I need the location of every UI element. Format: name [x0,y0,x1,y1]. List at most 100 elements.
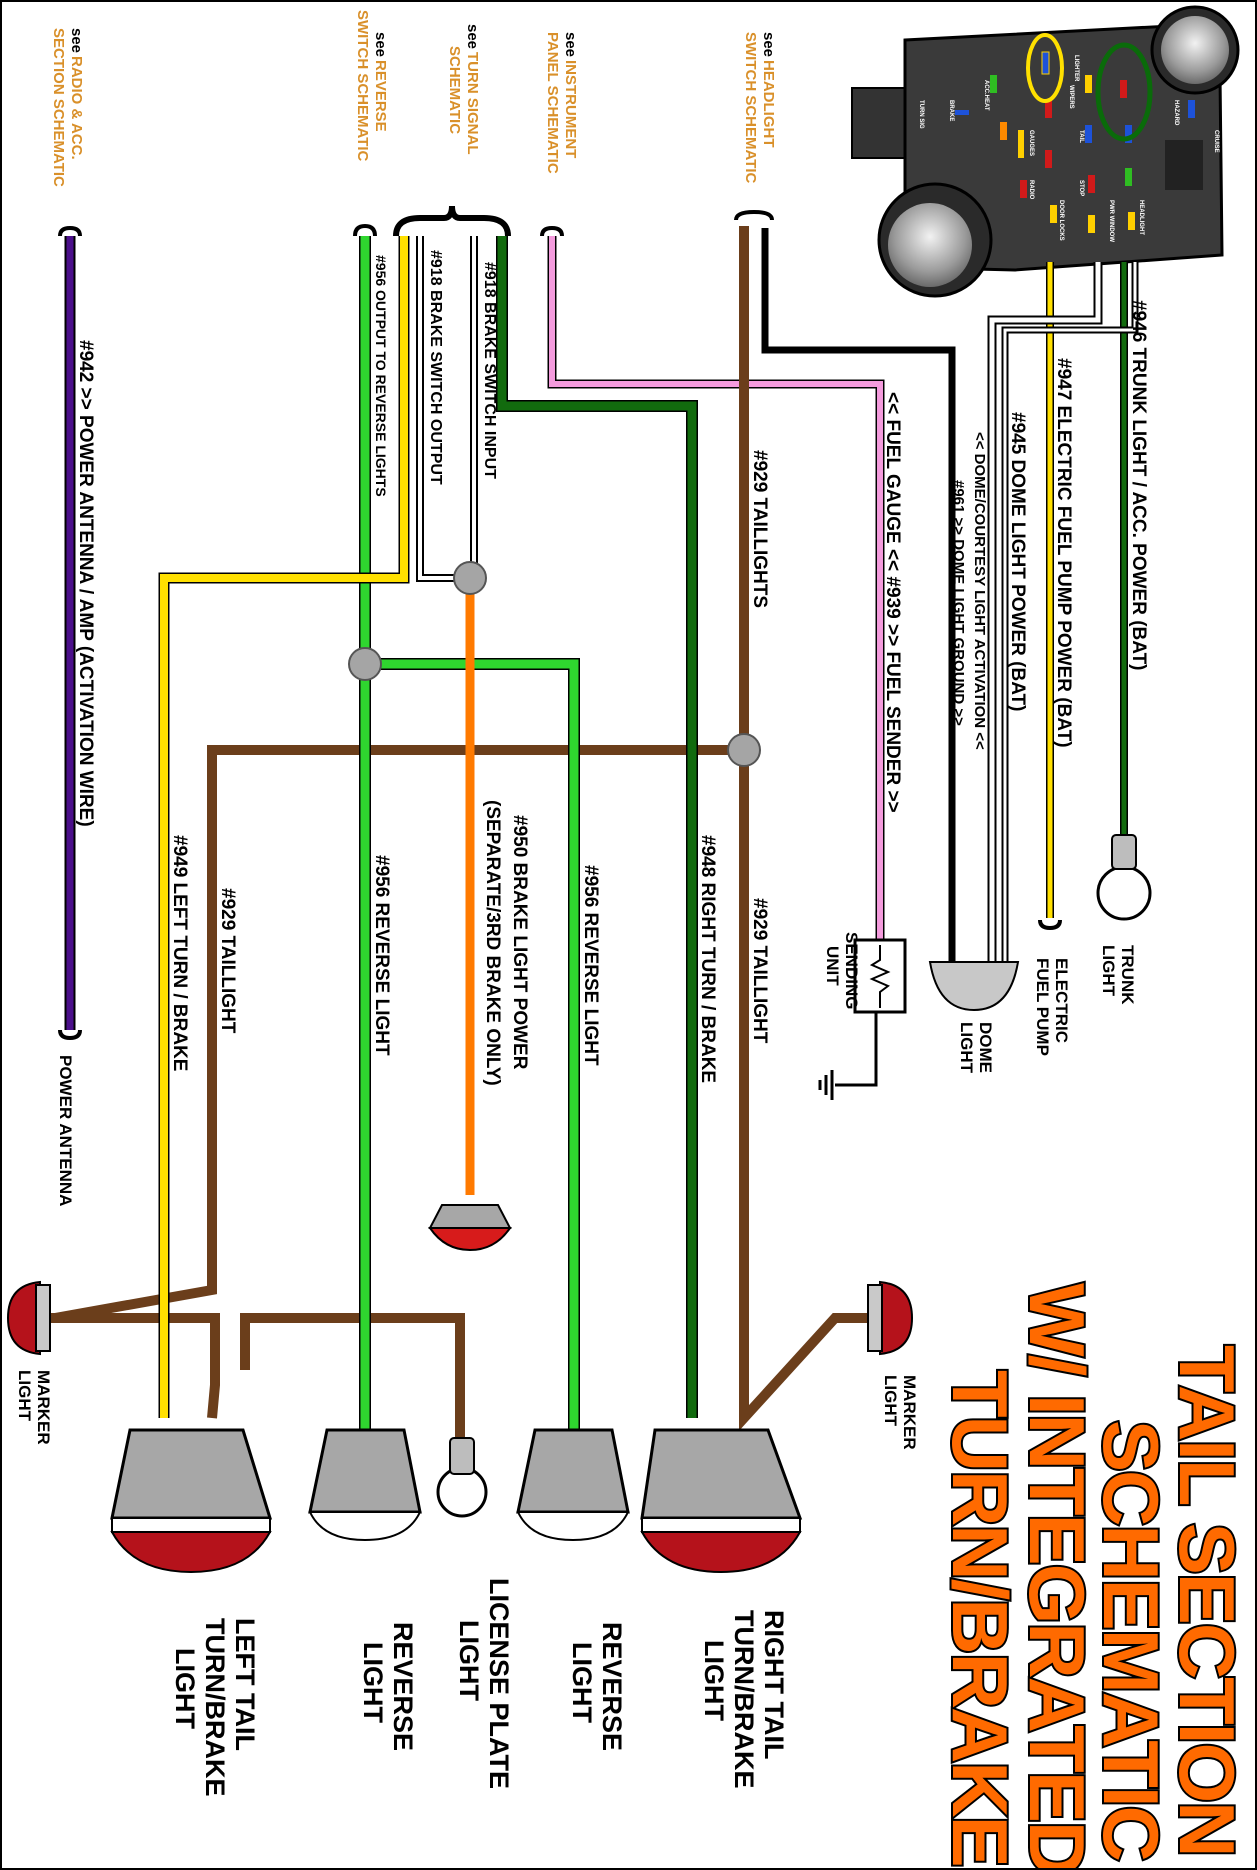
fuse-label: RADIO [1028,180,1034,200]
label-942: #942 >> POWER ANTENNA / AMP (ACTIVATION … [75,340,96,827]
svg-text:LIGHT: LIGHT [1099,945,1118,997]
sending-unit [818,938,907,1100]
highlight-yellow-ring [1026,33,1064,103]
fuse-label: CRUISE [1213,130,1219,153]
svg-text:see: see [372,32,389,57]
junction-dot [453,561,487,595]
svg-text:SWITCH SCHEMATIC: SWITCH SCHEMATIC [354,10,371,162]
lamp-labels: RIGHT TAIL TURN/BRAKE LIGHT REVERSE LIGH… [170,1578,789,1797]
label-left-tail: LEFT TAIL TURN/BRAKE LIGHT [170,1618,260,1797]
title-line-3: W/ INTEGRATED [1013,1283,1101,1870]
svg-text:see: see [68,28,85,53]
wire-929-license [240,1313,465,1440]
svg-text:LIGHT: LIGHT [454,1620,484,1701]
title-line-2: SCHEMATIC [1087,1420,1175,1861]
license-plate-lamp [436,1437,488,1518]
svg-text:LEFT TAIL: LEFT TAIL [230,1618,260,1751]
label-939: << FUEL GAUGE << #939 >> FUEL SENDER >> [882,392,903,813]
label-929-taillights: #929 TAILLIGHTS [749,450,770,608]
label-956-out: #956 OUTPUT TO REVERSE LIGHTS [373,255,389,497]
label-947: #947 ELECTRIC FUEL PUMP POWER (BAT) [1053,358,1074,748]
trunk-light [1096,834,1152,921]
label-918-in: #918 BRAKE SWITCH INPUT [481,262,498,479]
right-marker-light [867,1280,914,1356]
brace-turn [393,205,511,237]
see-reverse: see REVERSE SWITCH SCHEMATIC [354,10,389,162]
brace-radio [58,225,82,237]
see-headlight: see HEADLIGHT SWITCH SCHEMATIC [742,32,777,184]
fuse-label: STOP [1078,180,1084,196]
svg-text:REVERSE: REVERSE [597,1622,627,1751]
svg-text:UNIT: UNIT [823,946,842,986]
svg-text:SENDING: SENDING [842,932,861,1009]
fuse-label: GAUGES [1028,130,1034,156]
svg-text:MARKER: MARKER [34,1370,53,1445]
label-949: #949 LEFT TURN / BRAKE [169,835,190,1071]
fuse-label: HEADLIGHT [1138,200,1144,235]
right-reverse-lamp [516,1428,630,1542]
label-right-tail: RIGHT TAIL TURN/BRAKE LIGHT [699,1610,789,1789]
svg-text:LIGHT: LIGHT [567,1642,597,1723]
fuse-label: BRAKE [948,100,954,121]
label-929-left: #929 TAILLIGHT [217,888,238,1034]
svg-text:ELECTRIC: ELECTRIC [1052,958,1071,1043]
junction-dot [727,733,761,767]
svg-text:see: see [760,32,777,57]
fuse-label: TAIL [1078,130,1084,143]
label-950-note: (SEPARATE/3RD BRAKE ONLY) [482,800,503,1086]
wire-929-left-lamp [55,1313,220,1419]
title-line-1: TAIL SECTION [1163,1345,1251,1855]
label-929-right: #929 TAILLIGHT [749,898,770,1044]
svg-text:SWITCH SCHEMATIC: SWITCH SCHEMATIC [742,32,759,184]
see-instrument: see INSTRUMENT PANEL SCHEMATIC [544,32,579,174]
fuses [955,51,1203,233]
label-950: #950 BRAKE LIGHT POWER [509,815,530,1070]
label-956-left: #956 REVERSE LIGHT [371,855,392,1056]
left-marker-light [6,1280,51,1356]
wire-961 [761,228,956,962]
svg-text:TURN/BRAKE: TURN/BRAKE [200,1618,230,1797]
svg-text:LIGHT: LIGHT [358,1642,388,1723]
brace-antenna [58,1029,82,1041]
fuse-label: ACC.HEAT [983,80,989,111]
see-turn-signal: see TURN SIGNAL SCHEMATIC [446,24,481,155]
wire-labels: #946 TRUNK LIGHT / ACC. POWER (BAT) #947… [75,250,1149,1086]
brace-fuelpump [1038,919,1062,931]
title-line-4: TURN/BRAKE [936,1370,1024,1866]
see-labels: see RADIO & ACC. SECTION SCHEMATIC see R… [50,10,777,187]
label-left-marker: MARKER LIGHT [15,1370,53,1445]
svg-text:see: see [464,24,481,49]
label-946: #946 TRUNK LIGHT / ACC. POWER (BAT) [1128,300,1149,671]
svg-text:SECTION SCHEMATIC: SECTION SCHEMATIC [50,28,67,187]
svg-text:FUEL PUMP: FUEL PUMP [1033,958,1052,1056]
fuse-label: PWR WINDOW [1108,200,1114,242]
svg-text:DOME: DOME [976,1022,995,1073]
label-dome-light: DOME LIGHT [957,1022,995,1074]
title-block: TAIL SECTION SCHEMATIC W/ INTEGRATED TUR… [934,1281,1253,1870]
left-tail-lamp [110,1428,273,1574]
svg-text:REVERSE: REVERSE [372,60,389,132]
svg-text:SCHEMATIC: SCHEMATIC [446,46,463,134]
label-sending-unit: SENDING UNIT [823,932,861,1009]
label-945: #945 DOME LIGHT POWER (BAT) [1007,412,1028,711]
svg-text:RADIO & ACC.: RADIO & ACC. [68,56,85,160]
label-right-marker: MARKER LIGHT [881,1375,919,1450]
label-961: #961 >> DOME LIGHT GROUND >> [950,480,967,726]
brace-instrument [540,225,564,237]
label-dome-activation: << DOME/COURTESY LIGHT ACTIVATION << [971,432,988,750]
fuse-labels: GAUGES RADIO ACC.HEAT BRAKE TURN SIG TAI… [918,55,1219,242]
svg-text:LIGHT: LIGHT [957,1022,976,1074]
see-radio: see RADIO & ACC. SECTION SCHEMATIC [50,28,85,187]
left-reverse-lamp [308,1428,422,1542]
junction-dot [348,647,382,681]
brace-reverse [353,223,377,237]
dome-light [928,961,1020,1012]
svg-text:TRUNK: TRUNK [1118,945,1137,1005]
svg-text:MARKER: MARKER [900,1375,919,1450]
label-956-right: #956 REVERSE LIGHT [580,865,601,1066]
svg-text:TURN SIGNAL: TURN SIGNAL [464,52,481,155]
third-brake-light [428,1204,512,1252]
wire-929-main [739,226,875,1431]
